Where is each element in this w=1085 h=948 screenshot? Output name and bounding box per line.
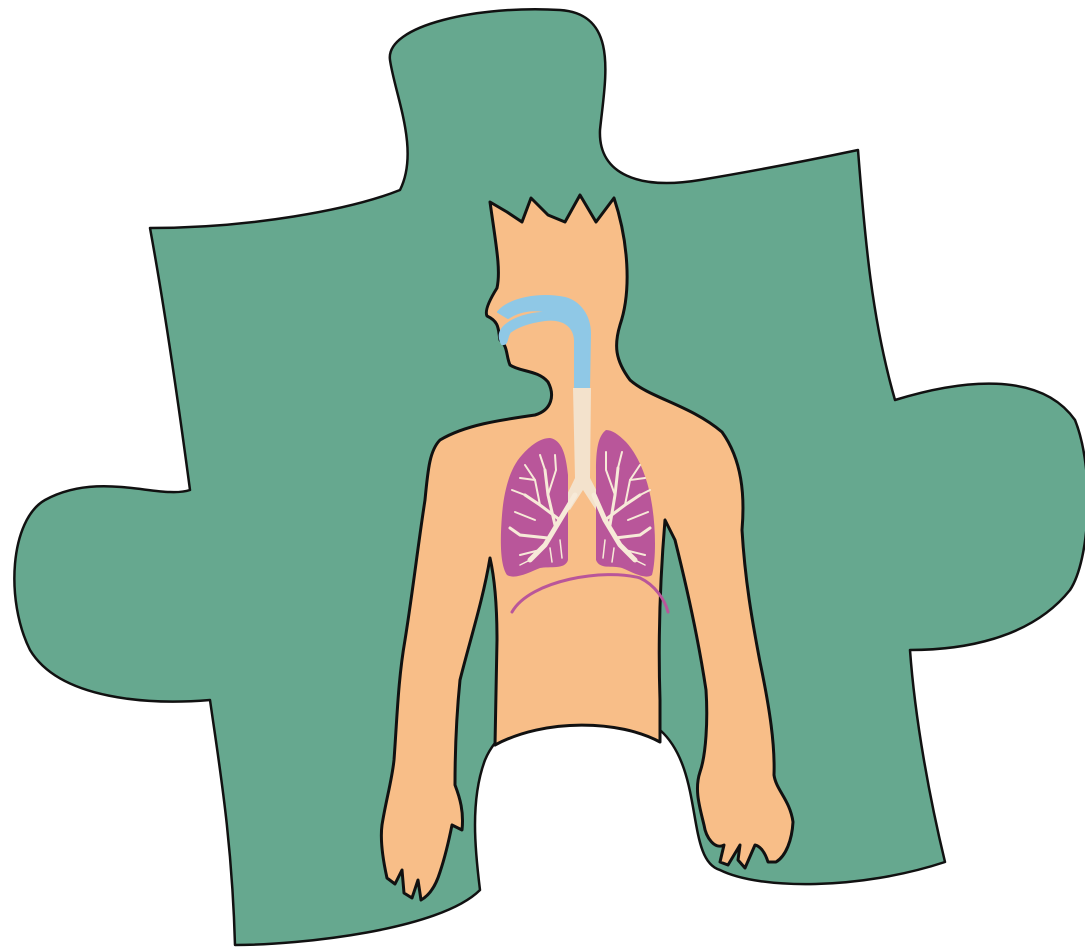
- respiratory-system-illustration: [0, 0, 1085, 948]
- illustration-canvas: [0, 0, 1085, 948]
